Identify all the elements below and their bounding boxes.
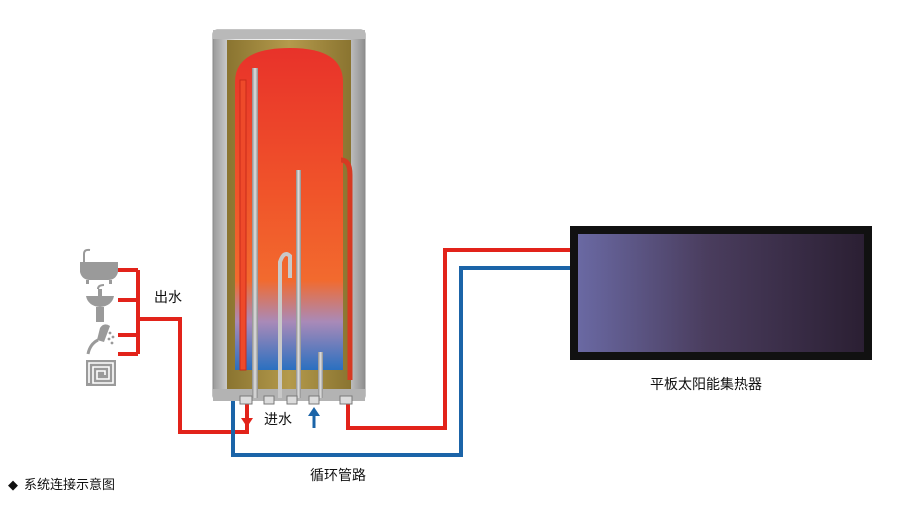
water-tank (212, 29, 366, 428)
floor-heating-icon (86, 360, 116, 386)
cold-water-pipes (231, 266, 570, 457)
collector-hot-pipe (346, 248, 570, 430)
inlet-arrow-icon (308, 407, 320, 428)
outlet-rod (252, 68, 258, 398)
inlet-rod (318, 352, 323, 398)
caption-text: 系统连接示意图 (24, 478, 116, 493)
circulation-label: 循环管路 (310, 468, 366, 484)
anode-rod (296, 170, 301, 398)
circulation-cold-pipe (231, 266, 570, 457)
diamond-bullet-icon: ◆ (8, 478, 18, 493)
solar-collector (570, 226, 872, 360)
shower-icon (86, 324, 115, 355)
collector-label: 平板太阳能集热器 (650, 377, 762, 393)
diagram-caption: ◆ 系统连接示意图 (8, 474, 115, 493)
outlet-label: 出水 (154, 290, 182, 306)
collector-panel (578, 234, 864, 352)
tank-top-cap (213, 30, 365, 39)
tank-inner-vessel (235, 48, 343, 370)
coil-channel-left (239, 79, 247, 371)
tank-fittings (239, 395, 353, 405)
coil-channel-right (340, 157, 353, 380)
inlet-label: 进水 (264, 412, 292, 428)
heating-element (278, 252, 292, 398)
outlet-arrow-icon (241, 405, 253, 427)
bathtub-icon (80, 248, 118, 284)
washbasin-icon (86, 284, 114, 322)
